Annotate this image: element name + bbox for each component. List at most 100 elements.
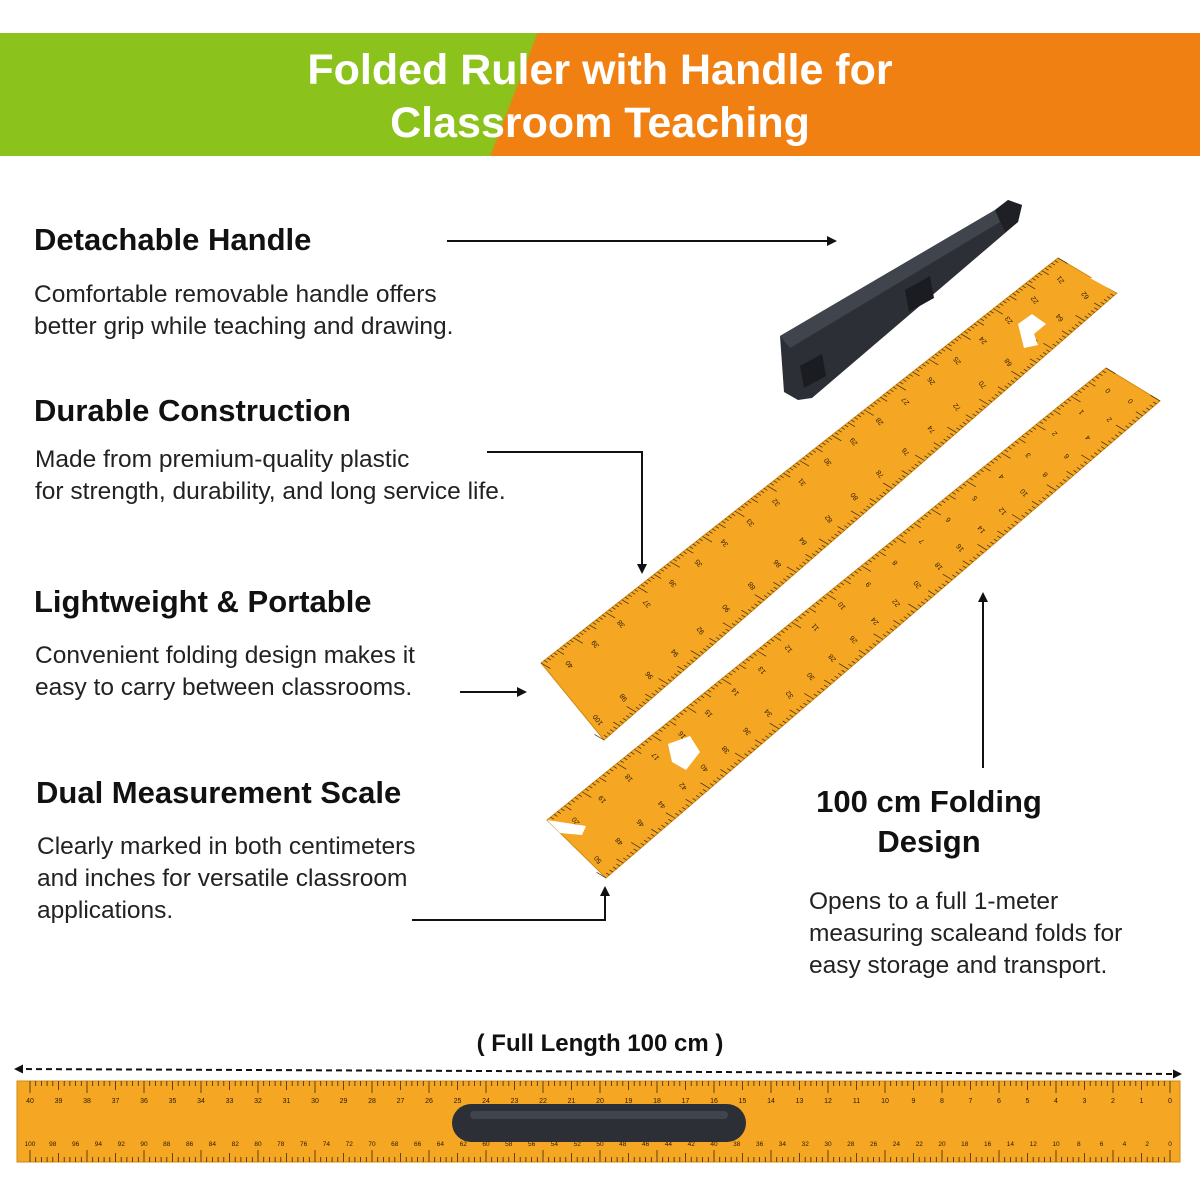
tick-mark [616, 858, 624, 864]
inch-label: 29 [849, 436, 859, 447]
tick-mark [1046, 484, 1057, 491]
tick-mark [690, 703, 694, 707]
tick-mark [661, 824, 666, 828]
cm-label: 80 [850, 491, 860, 502]
tick-mark [924, 598, 929, 602]
tick-mark [976, 472, 981, 475]
inch-label: 36 [668, 578, 678, 589]
inch-label: 21 [568, 1098, 576, 1105]
tick-mark [858, 649, 866, 655]
tick-mark [679, 553, 684, 557]
cm-label: 42 [688, 1141, 696, 1148]
tick-mark [719, 634, 723, 637]
cm-label: 2 [1145, 1141, 1149, 1148]
tick-mark [750, 498, 759, 503]
tick-mark [721, 520, 726, 524]
inch-label: 8 [940, 1098, 944, 1105]
full-length-arrow [14, 1064, 1182, 1079]
cm-label: 6 [1063, 452, 1071, 460]
tick-mark [914, 463, 919, 467]
tick-mark [685, 804, 690, 807]
cm-label: 72 [346, 1141, 354, 1148]
inch-label: 22 [539, 1098, 547, 1105]
inch-label: 16 [710, 1098, 718, 1105]
cm-label: 76 [901, 446, 911, 457]
cm-label: 70 [978, 379, 988, 390]
feature-desc-detachable-handle: Comfortable removable handle offers bett… [34, 279, 453, 343]
inch-label: 13 [757, 665, 767, 676]
tick-mark [918, 366, 923, 370]
tick-mark [822, 596, 827, 600]
tick-mark [857, 568, 862, 571]
tick-mark [1094, 452, 1098, 455]
tick-mark [668, 818, 672, 822]
tick-mark [962, 421, 967, 425]
tick-mark [1004, 529, 1008, 533]
tick-mark [1084, 384, 1089, 388]
feature-heading-detachable-handle: Detachable Handle [34, 222, 312, 257]
cm-label: 32 [785, 689, 795, 700]
tick-mark [979, 398, 989, 406]
tick-mark [714, 684, 719, 687]
tick-mark [882, 482, 893, 489]
tick-mark [573, 637, 583, 644]
tick-mark [882, 634, 887, 637]
tick-mark [770, 638, 775, 642]
feature-line: easy to carry between classrooms. [35, 674, 413, 701]
tick-mark [966, 480, 976, 488]
inch-label: 9 [912, 1098, 916, 1105]
tick-mark [675, 813, 679, 816]
tick-mark [667, 678, 672, 682]
inch-label: 30 [823, 456, 833, 467]
cm-label: 96 [645, 670, 655, 681]
page-title: Folded Ruler with Handle for Classroom T… [0, 44, 1200, 150]
cm-label: 58 [505, 1141, 513, 1148]
tick-mark [1077, 390, 1082, 393]
tick-mark [1074, 324, 1079, 327]
tick-mark [789, 467, 794, 471]
cm-label: 90 [140, 1141, 148, 1148]
tick-mark [938, 586, 943, 590]
tick-mark [626, 706, 637, 713]
cm-label: 50 [593, 854, 603, 865]
tick-mark [943, 438, 948, 442]
tick-mark [744, 503, 749, 506]
inch-label: 28 [875, 416, 885, 427]
tick-mark [1090, 455, 1095, 458]
tick-mark [655, 732, 659, 735]
tick-mark [749, 655, 754, 659]
tick-mark [805, 455, 810, 458]
tick-mark [641, 743, 645, 747]
tick-mark [1028, 508, 1033, 512]
inch-label: 17 [651, 751, 661, 762]
tick-mark [640, 584, 645, 587]
tick-mark [986, 313, 991, 317]
tick-mark [1012, 293, 1017, 296]
inch-label: 20 [596, 1098, 604, 1105]
tick-mark [731, 513, 736, 516]
tick-mark [1071, 326, 1076, 330]
tick-mark [644, 581, 649, 585]
cm-label: 90 [721, 602, 731, 613]
tick-mark [1100, 301, 1105, 305]
tick-mark [686, 662, 691, 665]
tick-mark [634, 749, 642, 754]
tick-mark [718, 681, 722, 684]
cm-label: 30 [824, 1141, 832, 1148]
tick-mark [734, 752, 745, 760]
tick-mark [901, 470, 909, 475]
tick-mark [1135, 416, 1140, 420]
tick-mark [598, 617, 603, 620]
tick-mark [841, 669, 846, 673]
tick-mark [640, 842, 645, 846]
tick-mark [582, 629, 587, 633]
tick-mark [1078, 321, 1082, 325]
tick-mark [821, 544, 826, 548]
tick-mark [847, 422, 856, 427]
tick-mark [706, 645, 710, 649]
inch-label: 7 [918, 537, 926, 545]
tick-mark [959, 486, 963, 490]
tick-mark [924, 514, 928, 518]
tick-mark [801, 613, 806, 617]
